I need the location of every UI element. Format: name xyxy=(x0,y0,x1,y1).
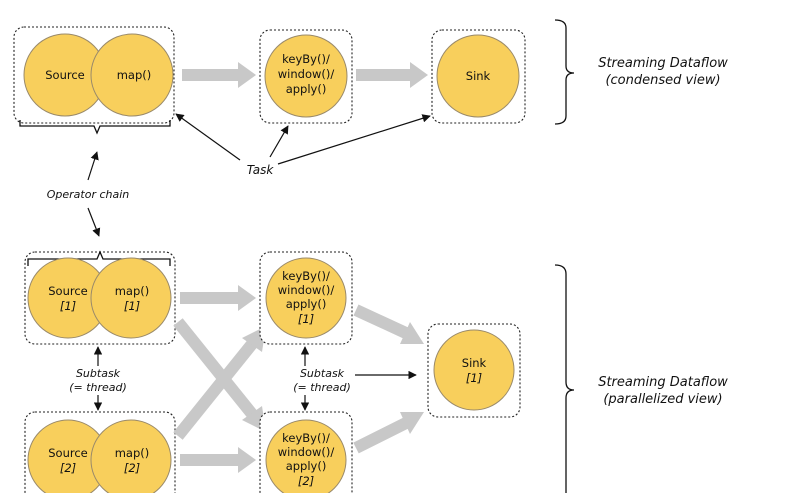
flow-arrow-map1-to-keyby1 xyxy=(180,285,256,311)
sink-label: Sink xyxy=(466,69,491,83)
map-2-node xyxy=(90,419,172,493)
flow-arrow-keyby-to-sink xyxy=(356,62,428,88)
parallel-view-brace xyxy=(554,264,575,493)
flow-arrow-keyby1-to-sink xyxy=(353,304,424,344)
keyby-2-label-1: keyBy()/ xyxy=(282,431,330,445)
parallel-title-2: (parallelized view) xyxy=(603,392,722,407)
map-1-label: map() xyxy=(115,284,150,298)
keyby-1-label-2: window()/ xyxy=(278,283,335,297)
keyby-label-1: keyBy()/ xyxy=(282,52,330,66)
source-2-index: [2] xyxy=(60,461,76,475)
keyby-2-index: [2] xyxy=(298,474,314,488)
source-1-index: [1] xyxy=(60,299,76,313)
condensed-title-1: Streaming Dataflow xyxy=(598,56,728,71)
keyby-2-node xyxy=(265,419,347,493)
keyby-1-label-1: keyBy()/ xyxy=(282,269,330,283)
task-pointer-chain xyxy=(175,113,241,161)
sink-node xyxy=(436,34,520,118)
subtask-label-mid-2: (= thread) xyxy=(293,381,351,394)
keyby-label-3: apply() xyxy=(286,82,327,96)
keyby-2-label-3: apply() xyxy=(286,459,327,473)
condensed-view-brace xyxy=(554,19,575,125)
sink-1-node xyxy=(433,329,515,411)
map-node xyxy=(90,33,174,117)
operator-chain-brace xyxy=(19,120,171,135)
condensed-title-2: (condensed view) xyxy=(605,73,720,88)
subtask-label-mid-1: Subtask xyxy=(300,367,345,380)
operator-chain-brace-parallel xyxy=(27,250,171,266)
source-2-label: Source xyxy=(48,446,88,460)
parallel-view: Source [1] map() [1] Source [2] map() [2… xyxy=(24,250,728,493)
keyby-1-label-3: apply() xyxy=(286,297,327,311)
map-label: map() xyxy=(117,68,152,82)
keyby-label-2: window()/ xyxy=(278,67,335,81)
task-pointer-sink xyxy=(277,114,431,165)
parallel-title-1: Streaming Dataflow xyxy=(598,375,728,390)
map-2-label: map() xyxy=(115,446,150,460)
operator-chain-pointer-up xyxy=(87,151,99,181)
subtask-label-left-1: Subtask xyxy=(76,367,121,380)
map-1-index: [1] xyxy=(124,299,140,313)
task-label: Task xyxy=(247,163,275,177)
keyby-1-node xyxy=(265,257,347,339)
subtask-label-left-2: (= thread) xyxy=(69,381,127,394)
operator-chain-pointer-down xyxy=(87,207,101,237)
task-annotation: Task xyxy=(175,113,431,177)
sink-1-label: Sink xyxy=(462,356,487,370)
keyby-node xyxy=(264,34,348,118)
flow-arrow-map2-to-keyby2 xyxy=(180,447,256,473)
sink-1-index: [1] xyxy=(466,371,482,385)
operator-chain-annotation: Operator chain xyxy=(47,151,130,237)
source-1-label: Source xyxy=(48,284,88,298)
keyby-1-index: [1] xyxy=(298,312,314,326)
flow-arrow-keyby2-to-sink xyxy=(353,412,424,454)
flow-arrow-map-to-keyby xyxy=(182,62,256,88)
operator-chain-label: Operator chain xyxy=(47,188,130,201)
map-2-index: [2] xyxy=(124,461,140,475)
map-1-node xyxy=(90,257,172,339)
task-pointer-keyby xyxy=(269,125,289,158)
condensed-view: Source map() keyBy()/ window()/ apply() … xyxy=(13,19,728,135)
source-label: Source xyxy=(45,68,85,82)
keyby-2-label-2: window()/ xyxy=(278,445,335,459)
